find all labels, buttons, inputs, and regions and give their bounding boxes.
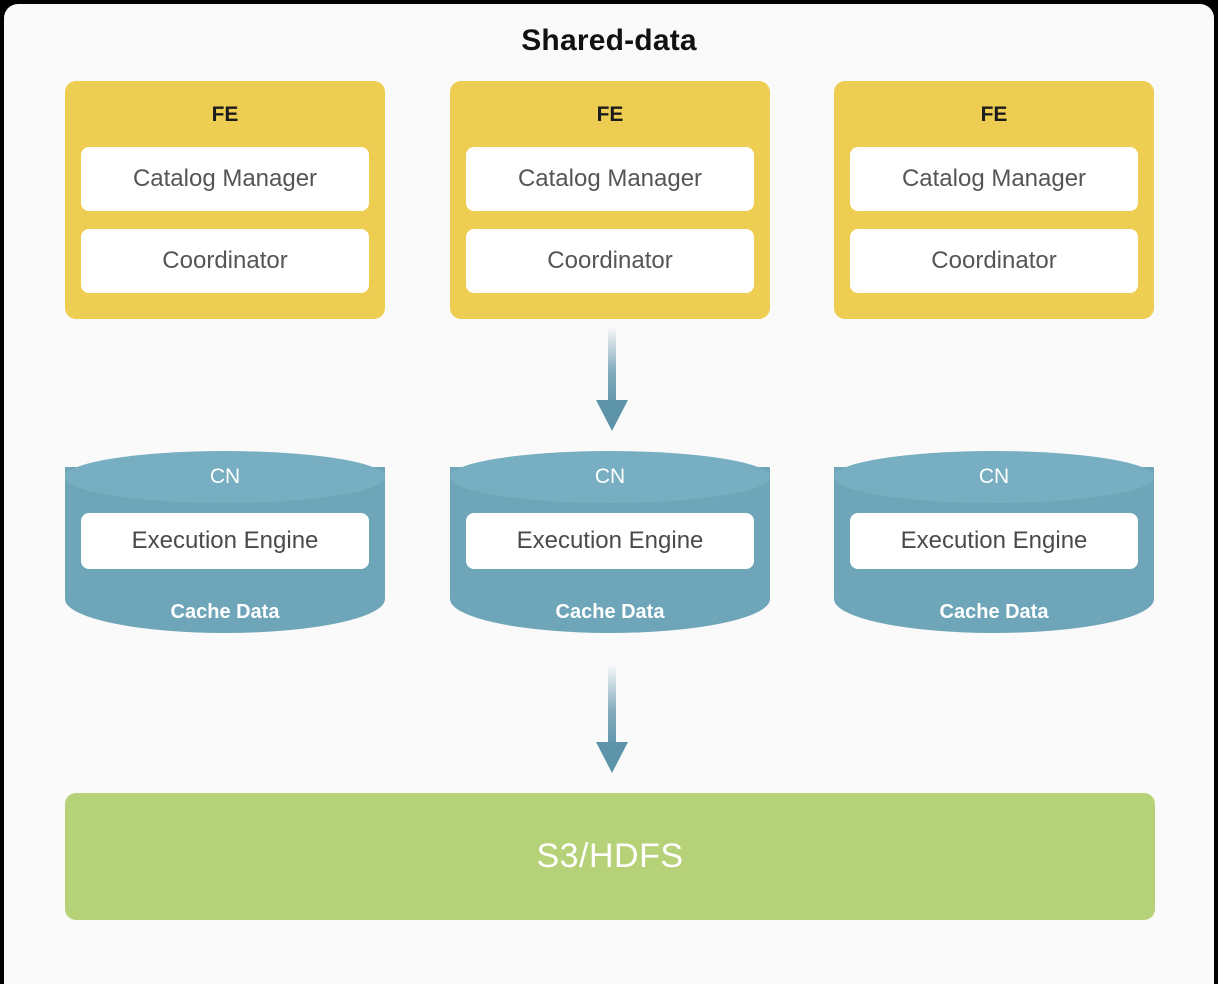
fe-node-1[interactable]: FE Catalog Manager Coordinator xyxy=(65,81,385,319)
fe-node-3[interactable]: FE Catalog Manager Coordinator xyxy=(834,81,1154,319)
fe-node-1-catalog-manager[interactable]: Catalog Manager xyxy=(81,147,369,211)
fe-node-2-coordinator[interactable]: Coordinator xyxy=(466,229,754,293)
cn-node-1-title: CN xyxy=(209,465,241,488)
fe-layer: FE Catalog Manager Coordinator FE Catalo… xyxy=(4,81,1214,319)
fe-node-2-catalog-manager[interactable]: Catalog Manager xyxy=(466,147,754,211)
fe-to-cn-arrow xyxy=(596,326,628,431)
cn-node-2-cache-data: Cache Data xyxy=(555,601,665,623)
fe-node-1-coordinator[interactable]: Coordinator xyxy=(81,229,369,293)
fe-node-2[interactable]: FE Catalog Manager Coordinator xyxy=(450,81,770,319)
cn-layer: CN Execution Engine Cache Data CN Execut… xyxy=(4,451,1214,651)
fe-node-3-coordinator[interactable]: Coordinator xyxy=(850,229,1138,293)
cn-to-storage-arrow xyxy=(596,664,628,773)
cn-node-3-cache-data: Cache Data xyxy=(939,601,1049,623)
cn-node-1-execution-engine[interactable]: Execution Engine xyxy=(81,513,369,569)
cn-node-3-title: CN xyxy=(978,465,1010,488)
cn-node-1-cylinder-top xyxy=(65,451,385,503)
cn-node-3[interactable]: CN Execution Engine Cache Data xyxy=(834,451,1154,649)
cn-node-1[interactable]: CN Execution Engine Cache Data xyxy=(65,451,385,649)
fe-node-3-catalog-manager[interactable]: Catalog Manager xyxy=(850,147,1138,211)
cn-node-3-cylinder-top xyxy=(834,451,1154,503)
diagram-card: Shared-data FE Catalog Manager Coordinat… xyxy=(4,4,1214,984)
cn-node-2-cylinder-top xyxy=(450,451,770,503)
fe-node-3-title: FE xyxy=(980,103,1008,126)
cn-node-2-title: CN xyxy=(594,465,626,488)
storage-node-s3-hdfs[interactable]: S3/HDFS xyxy=(65,793,1155,920)
fe-node-1-title: FE xyxy=(211,103,239,126)
cn-node-2-execution-engine[interactable]: Execution Engine xyxy=(466,513,754,569)
storage-node-label: S3/HDFS xyxy=(536,837,684,875)
fe-node-2-title: FE xyxy=(596,103,624,126)
cn-node-3-execution-engine[interactable]: Execution Engine xyxy=(850,513,1138,569)
cn-node-1-cache-data: Cache Data xyxy=(170,601,280,623)
cn-node-2[interactable]: CN Execution Engine Cache Data xyxy=(450,451,770,649)
page-title: Shared-data xyxy=(521,24,697,57)
